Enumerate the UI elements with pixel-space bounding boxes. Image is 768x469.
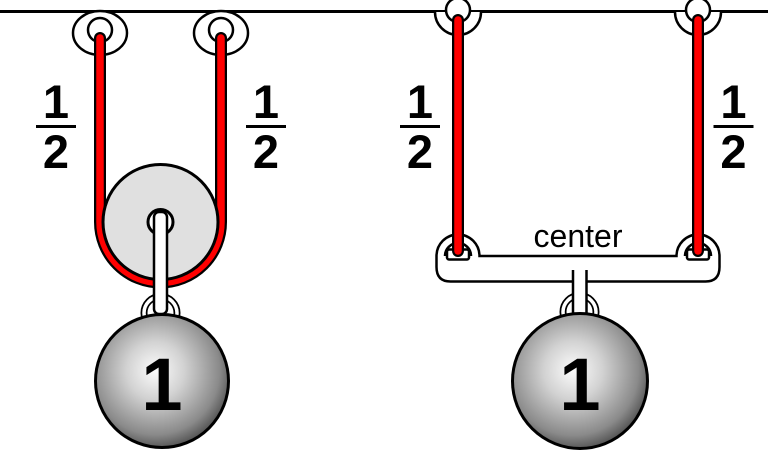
bar-strap-fill — [573, 270, 587, 315]
weight-ball-bar — [511, 312, 649, 450]
weight-value-bar: 1 — [559, 343, 600, 426]
bar-strap-sides — [571, 270, 588, 315]
pulley-strap — [152, 210, 169, 316]
tension-label-bar-right: 1 2 — [713, 75, 754, 178]
bar-setup: 1 center 1 2 1 2 — [400, 0, 754, 450]
fraction-numerator: 1 — [253, 75, 279, 128]
fraction-numerator: 1 — [407, 75, 433, 128]
bar-center-label: center — [534, 218, 623, 254]
pulley-setup: 1 1 2 1 2 — [36, 9, 286, 449]
tension-label-pulley-left: 1 2 — [36, 75, 76, 178]
weight-ball-pulley — [94, 313, 230, 449]
weight-value-pulley: 1 — [141, 343, 182, 426]
tension-label-pulley-right: 1 2 — [246, 75, 286, 178]
fraction-denominator: 2 — [253, 125, 279, 178]
fraction-denominator: 2 — [407, 125, 433, 178]
fraction-denominator: 2 — [43, 125, 69, 178]
tension-label-bar-left: 1 2 — [400, 75, 440, 178]
fraction-numerator: 1 — [720, 75, 746, 128]
fraction-denominator: 2 — [720, 125, 746, 178]
fraction-numerator: 1 — [43, 75, 69, 128]
